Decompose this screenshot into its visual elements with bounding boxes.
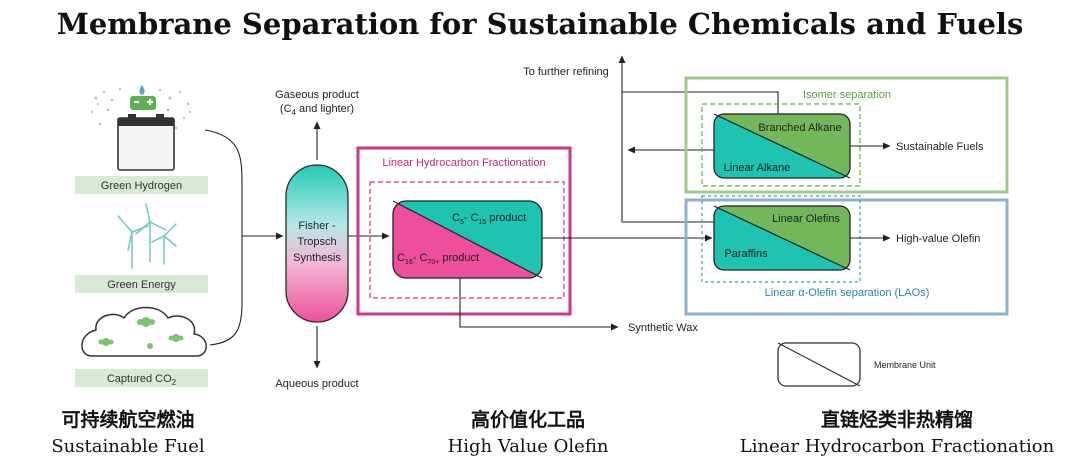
lao-frame [684, 198, 1009, 316]
lao-title: Linear α-Olefin separation (LAOs) [765, 287, 930, 299]
synthetic-wax-line [459, 278, 619, 331]
membrane-unit-legend-icon [777, 342, 861, 387]
green-hydrogen-tag [75, 176, 208, 194]
footer-col1-en: Sustainable Fuel [51, 436, 205, 457]
isomer-frame [684, 76, 1009, 194]
fractionation-title: Linear Hydrocarbon Fractionation [382, 157, 545, 169]
branched-alkane-label: Branched Alkane [758, 122, 841, 134]
linear-olefins-label: Linear Olefins [772, 213, 840, 225]
reactor-label-1: Fisher - [298, 220, 336, 232]
isomer-membrane-unit [713, 113, 851, 179]
footer-col2-en: High Value Olefin [448, 436, 609, 457]
captured-co2-label: Captured CO2 [107, 373, 177, 387]
page-title: Membrane Separation for Sustainable Chem… [57, 7, 1024, 41]
isomer-title: Isomer separation [803, 89, 891, 101]
reactor-label-3: Synthesis [293, 252, 341, 264]
high-value-olefin-label: High-value Olefin [896, 233, 980, 245]
sustainable-fuels-label: Sustainable Fuels [896, 141, 984, 153]
c5-c15-product-label: C5- C15 product [452, 212, 526, 226]
aqueous-product-label: Aqueous product [275, 378, 358, 390]
footer-col3-en: Linear Hydrocarbon Fractionation [740, 436, 1055, 457]
green-energy-label: Green Energy [107, 279, 176, 291]
isomer-return-line [622, 91, 779, 114]
feed-line [204, 129, 243, 346]
wind-turbine-icon [117, 203, 177, 269]
reactor-label-2: Tropsch [297, 236, 336, 248]
green-hydrogen-icon [90, 85, 191, 171]
footer-col3-cn: 直链烃类非热精馏 [821, 408, 973, 431]
further-refining-label: To further refining [523, 66, 609, 78]
synthetic-wax-label: Synthetic Wax [628, 322, 698, 334]
membrane-unit-legend-label: Membrane Unit [874, 360, 936, 370]
fractionation-dashed-frame [369, 181, 565, 299]
lao-dashed-frame [701, 195, 861, 283]
fischer-tropsch-reactor [285, 164, 349, 323]
lao-membrane-unit [713, 205, 851, 271]
c16-c70-product-label: C16- C70+ product [397, 252, 479, 266]
green-hydrogen-label: Green Hydrogen [101, 180, 182, 192]
paraffins-label: Paraffins [724, 248, 768, 260]
captured-co2-tag [75, 369, 208, 387]
fractionation-membrane-unit [392, 200, 543, 279]
footer-col2-cn: 高价值化工品 [471, 408, 585, 431]
gaseous-product-range: (C4 and lighter) [280, 103, 354, 117]
cloud-co2-icon [81, 306, 207, 357]
gaseous-product-label: Gaseous product [275, 89, 359, 101]
linear-alkane-label: Linear Alkane [724, 162, 791, 174]
footer-col1-cn: 可持续航空燃油 [61, 408, 194, 431]
green-energy-tag [75, 275, 208, 293]
fractionation-frame [356, 146, 572, 316]
